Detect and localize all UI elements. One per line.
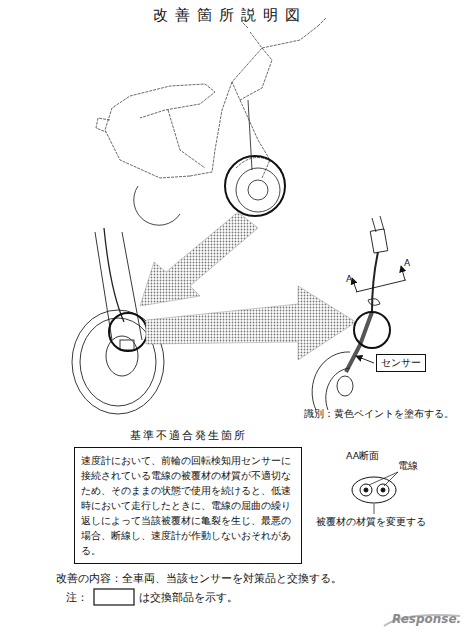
scooter-drawing (96, 18, 326, 178)
body-seat (105, 84, 215, 178)
front-hub (248, 180, 268, 200)
wire-core (364, 488, 368, 492)
wire (372, 252, 378, 312)
legend-box (94, 589, 134, 605)
leader-line (374, 504, 375, 514)
front-fork (248, 100, 252, 170)
cross-section (352, 472, 398, 514)
note-text: 識別：黄色ペイントを塗布する。 (304, 408, 454, 419)
focus-circle (225, 156, 285, 216)
box-heading: 基準不適合発生箇所 (74, 428, 302, 443)
wire-clamp (368, 299, 380, 306)
zoom-arrow (140, 212, 258, 306)
front-wheel (236, 168, 280, 212)
wire-core (381, 488, 385, 492)
watermark: Response. (392, 612, 461, 626)
leader-line (356, 356, 374, 363)
connector-body (370, 229, 388, 253)
body-panel (168, 110, 205, 168)
focus-circle (109, 313, 147, 351)
handlebar (250, 26, 318, 48)
section-letter: A (404, 258, 410, 269)
wire-core (360, 484, 372, 496)
rim (80, 318, 156, 406)
rear-wheel (134, 186, 180, 225)
note-text: は交換部品を示す。 (139, 591, 238, 604)
scooter-wheels (134, 100, 280, 225)
front-apron (240, 100, 270, 178)
cable (104, 228, 124, 322)
section-letter: A (346, 274, 352, 285)
hub (337, 376, 353, 396)
section-line (352, 266, 406, 292)
note-text: 注： (66, 591, 88, 604)
section-arrow (352, 278, 357, 292)
description-box: 基準不適合発生箇所速度計において、前輪の回転検知用センサーに接続されている電線の… (74, 428, 302, 564)
focus-circle (354, 312, 390, 348)
zoom-arrow (146, 286, 356, 360)
fork (95, 232, 142, 340)
wire-core (377, 484, 389, 496)
part-name: 電線 (398, 460, 418, 471)
diagram-title: 改善箇所説明図 (0, 6, 464, 24)
box-body: 速度計において、前輪の回転検知用センサーに接続されている電線の被覆材の材質が不適… (74, 447, 302, 564)
front-cowl (232, 48, 272, 100)
callout-box: センサー (376, 354, 426, 372)
wheel-part (312, 352, 350, 410)
wheel-part (326, 368, 350, 410)
callout-label: センサー (381, 356, 421, 370)
part-note: 被覆材の材質を変更する (316, 516, 426, 527)
section-title: AA断面 (346, 450, 379, 461)
tail-lamp (96, 118, 110, 132)
section-cut (356, 280, 406, 292)
remedy-text: 改善の内容：全車両、当該センサーを対策品と交換する。 (56, 572, 342, 585)
leader-line (369, 472, 398, 486)
sensor (120, 340, 134, 350)
section-arrow (401, 266, 405, 280)
